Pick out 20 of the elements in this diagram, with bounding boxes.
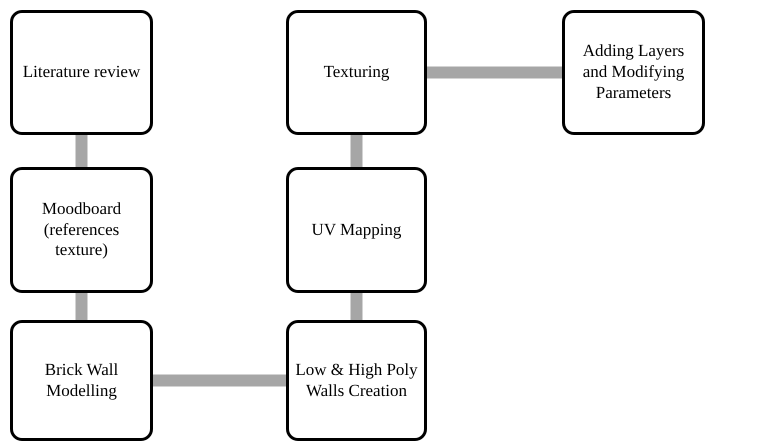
box-label: UV Mapping xyxy=(312,220,402,240)
box-label: Literature review xyxy=(22,62,140,83)
connector-line xyxy=(350,135,362,167)
box-label: Brick Wall Modelling xyxy=(44,360,120,402)
process-box xyxy=(286,10,427,135)
process-box xyxy=(10,167,153,293)
process-box xyxy=(10,10,153,135)
process-box xyxy=(562,10,705,135)
connector-line xyxy=(76,135,88,167)
process-box xyxy=(10,320,153,441)
connector-line xyxy=(153,374,286,386)
process-box xyxy=(286,167,427,293)
box-label: Moodboard (references texture) xyxy=(40,198,122,262)
connector-line xyxy=(427,66,562,78)
box-label: Texturing xyxy=(324,62,390,83)
process-box xyxy=(286,320,427,441)
box-label: Low & High Poly Walls Creation xyxy=(294,360,419,402)
connector-line xyxy=(350,293,362,320)
box-label: Adding Layers and Modifying Parameters xyxy=(582,41,686,104)
connector-line xyxy=(76,293,88,320)
